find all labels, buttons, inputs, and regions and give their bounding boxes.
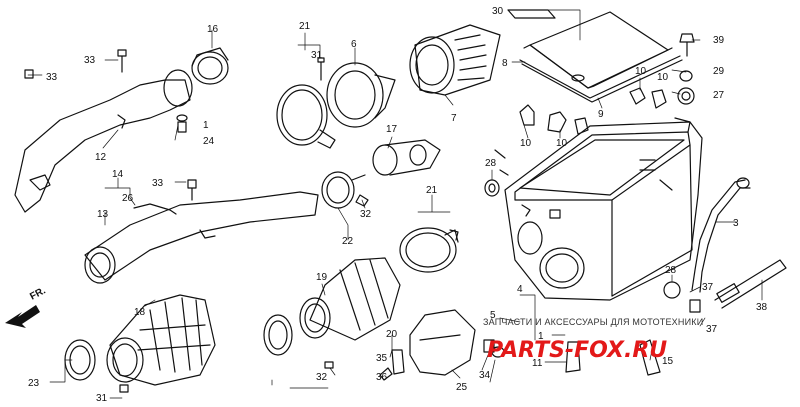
label-28-a: 28 <box>485 158 497 169</box>
grommet-28b <box>663 281 681 299</box>
label-37-a: 37 <box>702 282 714 293</box>
label-10-a: 10 <box>635 66 647 77</box>
label-26: 26 <box>122 193 134 204</box>
label-1-b: 1 <box>538 331 544 342</box>
grommet-27 <box>677 87 695 105</box>
collar-29 <box>679 70 693 82</box>
clamp-22 <box>321 171 366 209</box>
label-6: 6 <box>351 39 357 50</box>
grommet-28a <box>484 179 500 197</box>
label-14: 14 <box>112 169 124 180</box>
label-34: 34 <box>479 370 491 381</box>
air-duct-13 <box>84 191 319 284</box>
front-arrow-icon: FR. <box>5 285 48 328</box>
label-1-a: 1 <box>203 120 209 131</box>
label-25: 25 <box>456 382 468 393</box>
boot-16 <box>191 47 229 85</box>
label-32-a: 32 <box>360 209 372 220</box>
label-33-a: 33 <box>84 55 96 66</box>
clamp-band-21 <box>276 84 336 149</box>
label-10-d: 10 <box>556 138 568 149</box>
label-3: 3 <box>733 218 739 229</box>
watermark: ЗАПЧАСТИ И АКСЕССУАРЫ ДЛЯ МОТОТЕХНИКИ PA… <box>483 317 703 363</box>
clamp-19 <box>263 314 293 356</box>
label-30: 30 <box>492 6 504 17</box>
label-28-b: 28 <box>665 265 677 276</box>
label-17: 17 <box>386 124 398 135</box>
label-24: 24 <box>203 136 215 147</box>
label-5: 5 <box>490 310 496 321</box>
label-7: 7 <box>451 113 457 124</box>
label-27: 27 <box>713 90 725 101</box>
watermark-logo: PARTS-FOX.RU <box>487 338 667 363</box>
air-intake-18 <box>106 294 216 386</box>
drain-hose-38 <box>714 259 787 309</box>
clamp-band-21-lower <box>399 227 459 273</box>
label-13: 13 <box>97 209 109 220</box>
watermark-text: ЗАПЧАСТИ И АКСЕССУАРЫ ДЛЯ МОТОТЕХНИКИ <box>483 317 703 327</box>
clips-10 <box>519 87 667 135</box>
label-33-b: 33 <box>46 72 58 83</box>
label-21-top: 21 <box>299 21 311 32</box>
valve-17 <box>372 139 441 176</box>
label-18: 18 <box>134 307 146 318</box>
label-39: 39 <box>713 35 725 46</box>
label-4: 4 <box>517 284 523 295</box>
label-10-b: 10 <box>657 72 669 83</box>
air-funnel-7 <box>409 24 501 96</box>
label-31-a: 31 <box>311 50 323 61</box>
hose-3 <box>691 177 751 293</box>
label-15: 15 <box>662 356 674 367</box>
connecting-tube-6 <box>326 62 396 128</box>
label-16: 16 <box>207 24 219 35</box>
label-33-c: 33 <box>152 178 164 189</box>
label-23: 23 <box>28 378 40 389</box>
leader-lines <box>27 9 763 399</box>
bolt-39 <box>679 33 695 57</box>
label-19: 19 <box>316 272 328 283</box>
label-32-b: 32 <box>316 372 328 383</box>
label-31-b: 31 <box>96 393 108 404</box>
label-38: 38 <box>756 302 768 313</box>
front-label: FR. <box>28 285 48 302</box>
label-29: 29 <box>713 66 725 77</box>
air-cleaner-cover <box>507 9 683 103</box>
air-duct-12 <box>14 69 193 213</box>
label-8: 8 <box>502 58 508 69</box>
cover-25 <box>409 309 476 376</box>
label-9: 9 <box>598 109 604 120</box>
label-20: 20 <box>386 329 398 340</box>
label-12: 12 <box>95 152 107 163</box>
label-21-mid: 21 <box>426 185 438 196</box>
label-36: 36 <box>376 372 388 383</box>
label-37-b: 37 <box>706 324 718 335</box>
intake-tube-19 <box>299 257 401 341</box>
bolts-misc <box>24 49 701 393</box>
label-35: 35 <box>376 353 388 364</box>
label-10-c: 10 <box>520 138 532 149</box>
label-11: 11 <box>532 358 543 369</box>
label-22: 22 <box>342 236 354 247</box>
part-labels: 30 21 16 6 33 31 33 8 39 1 24 29 10 10 2… <box>28 6 768 404</box>
air-cleaner-case <box>494 117 703 301</box>
